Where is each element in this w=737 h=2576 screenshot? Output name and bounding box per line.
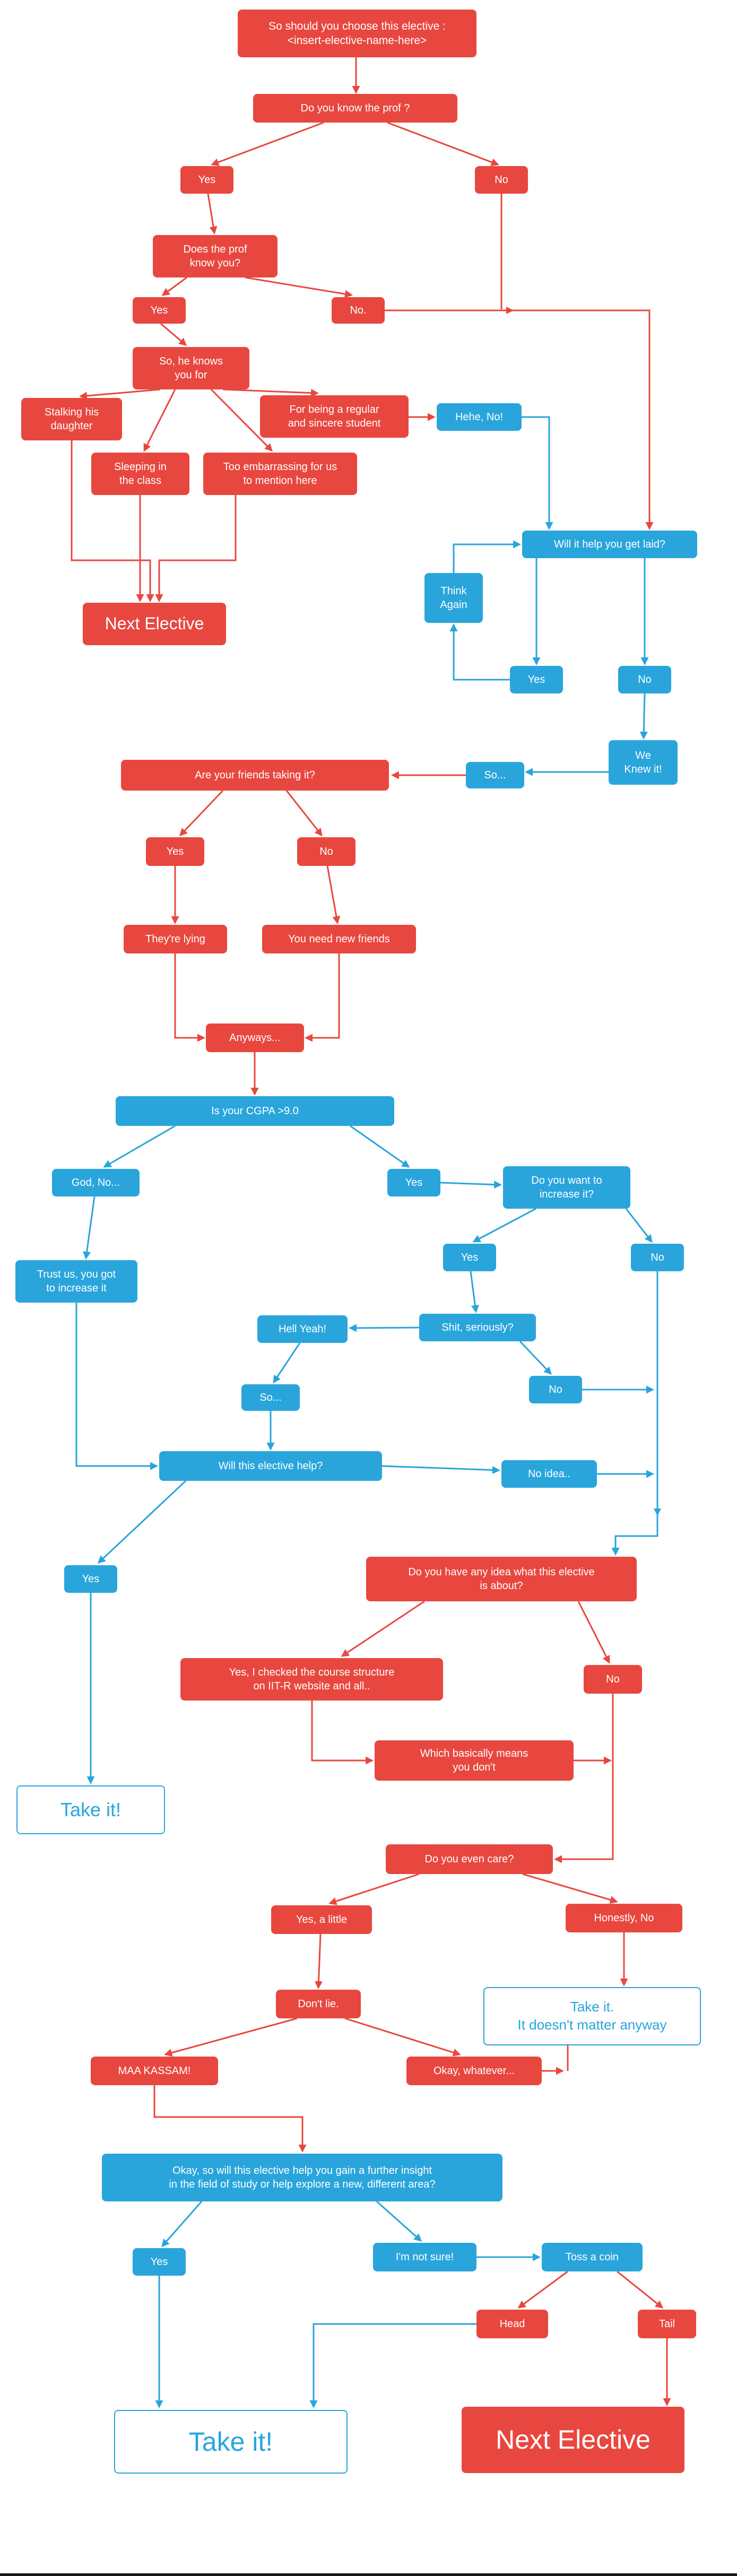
node-maa-kassam: MAA KASSAM! — [91, 2057, 218, 2085]
node-no-friends: No — [297, 837, 356, 866]
node-no-knows: No. — [332, 297, 385, 324]
node-not-sure: I'm not sure! — [373, 2243, 476, 2271]
node-no-laid: No — [618, 666, 671, 693]
node-want-increase: Do you want to increase it? — [503, 1166, 630, 1209]
node-checked-structure: Yes, I checked the course structure on I… — [180, 1658, 443, 1701]
node-stalking: Stalking his daughter — [21, 398, 122, 440]
node-trust-us: Trust us, you got to increase it — [15, 1260, 137, 1303]
node-yes-cgpa: Yes — [387, 1169, 440, 1196]
node-yes-insight: Yes — [133, 2248, 186, 2276]
node-know-prof: Do you know the prof ? — [253, 94, 457, 123]
node-yes-laid: Yes — [510, 666, 563, 693]
node-friends-taking: Are your friends taking it? — [121, 760, 389, 791]
node-hehe-no: Hehe, No! — [437, 403, 522, 431]
node-so-2: So... — [241, 1384, 300, 1411]
node-god-no: God, No... — [52, 1169, 140, 1196]
node-anyways: Anyways... — [206, 1024, 304, 1052]
node-yes-knows: Yes — [133, 297, 186, 324]
node-we-knew-it: We Knew it! — [609, 740, 678, 785]
node-so-1: So... — [466, 762, 524, 788]
node-theyre-lying: They're lying — [124, 925, 227, 953]
node-tail: Tail — [638, 2310, 696, 2338]
node-no-prof: No — [475, 166, 528, 194]
node-shit-seriously: Shit, seriously? — [419, 1314, 536, 1341]
node-sleeping: Sleeping in the class — [91, 453, 189, 495]
node-no-increase: No — [631, 1244, 684, 1271]
node-insight: Okay, so will this elective help you gai… — [102, 2154, 502, 2201]
node-new-friends: You need new friends — [262, 925, 416, 953]
node-take-it-2: Take it. It doesn't matter anyway — [483, 1987, 701, 2045]
node-head: Head — [476, 2310, 548, 2338]
node-yes-little: Yes, a little — [271, 1905, 372, 1934]
node-get-laid: Will it help you get laid? — [522, 531, 697, 558]
node-no-idea: No idea.. — [501, 1460, 597, 1488]
bottom-edge-line — [0, 2573, 737, 2576]
node-yes-help: Yes — [64, 1565, 117, 1593]
node-toss-coin: Toss a coin — [542, 2243, 643, 2271]
node-dont-lie: Don't lie. — [276, 1990, 361, 2018]
node-take-it-1: Take it! — [16, 1785, 165, 1834]
node-title: So should you choose this elective : <in… — [238, 10, 476, 57]
node-yes-friends: Yes — [146, 837, 204, 866]
node-no-serious: No — [529, 1376, 582, 1403]
node-cgpa: Is your CGPA >9.0 — [116, 1096, 394, 1126]
node-elective-help: Will this elective help? — [159, 1451, 382, 1481]
node-even-care: Do you even care? — [386, 1844, 553, 1874]
node-prof-know-you: Does the prof know you? — [153, 235, 278, 277]
node-yes-increase: Yes — [443, 1244, 496, 1271]
node-next-elective-2: Next Elective — [462, 2407, 684, 2473]
node-basically-means: Which basically means you don't — [375, 1740, 574, 1781]
node-knows-you-for: So, he knows you for — [133, 347, 249, 389]
node-okay-whatever: Okay, whatever... — [406, 2057, 542, 2085]
node-think-again: Think Again — [424, 573, 483, 623]
node-any-idea: Do you have any idea what this elective … — [366, 1557, 637, 1601]
node-no-idea2: No — [584, 1665, 642, 1694]
node-honestly-no: Honestly, No — [566, 1904, 682, 1932]
node-hell-yeah: Hell Yeah! — [257, 1315, 348, 1343]
node-next-elective-1: Next Elective — [83, 603, 226, 645]
node-yes-prof: Yes — [180, 166, 233, 194]
node-take-it-3: Take it! — [114, 2410, 348, 2474]
node-embarrassing: Too embarrassing for us to mention here — [203, 453, 357, 495]
node-regular-student: For being a regular and sincere student — [260, 395, 409, 438]
